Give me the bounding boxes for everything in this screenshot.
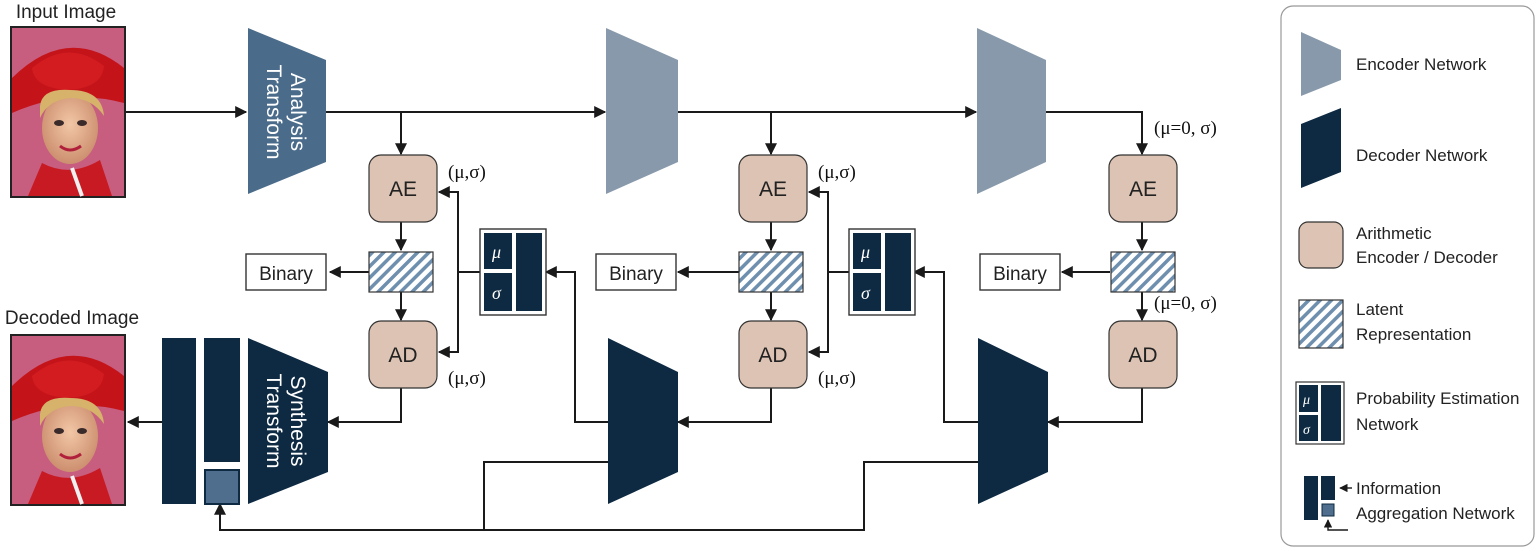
svg-text:Synthesis: Synthesis xyxy=(286,375,309,466)
param-label-3a: (μ=0, σ) xyxy=(1154,118,1217,139)
arithmetic-decoder-1 xyxy=(368,320,438,389)
legend-latent-label-1: Latent xyxy=(1356,300,1404,319)
arithmetic-decoder-2 xyxy=(738,320,808,389)
svg-text:Transform: Transform xyxy=(262,374,285,469)
connection-lines xyxy=(126,106,1148,531)
param-label-3b: (μ=0, σ) xyxy=(1154,293,1217,314)
legend-decoder-icon xyxy=(1301,108,1341,188)
portrait-photo-icon xyxy=(10,26,126,198)
svg-text:μ: μ xyxy=(491,242,501,262)
svg-text:σ: σ xyxy=(1303,423,1311,438)
svg-text:AD: AD xyxy=(388,344,417,367)
legend-ian-label-2: Aggregation Network xyxy=(1356,504,1515,523)
param-label-2a: (μ,σ) xyxy=(818,162,856,183)
legend: Encoder Network Decoder Network Arithmet… xyxy=(1280,5,1535,547)
ian-column-1 xyxy=(162,338,196,504)
decoder-network-2 xyxy=(608,338,678,504)
svg-text:Binary: Binary xyxy=(259,264,313,285)
probability-estimation-network-2: μ σ xyxy=(848,228,916,316)
legend-ian-icon xyxy=(1304,476,1352,531)
latent-3 xyxy=(1110,251,1176,293)
legend-ian-label-1: Information xyxy=(1356,479,1441,498)
probability-estimation-network-1: μ σ xyxy=(479,228,547,316)
legend-encoder-label: Encoder Network xyxy=(1356,55,1487,74)
svg-text:AE: AE xyxy=(759,178,787,201)
svg-text:Binary: Binary xyxy=(993,264,1047,285)
binary-output-3 xyxy=(979,253,1061,291)
legend-pen-label-1: Probability Estimation xyxy=(1356,389,1519,408)
encoder-network-2 xyxy=(606,28,678,194)
decoded-image-title: Decoded Image xyxy=(5,308,139,329)
param-label-1a: (μ,σ) xyxy=(448,162,486,183)
decoder-network-3 xyxy=(978,338,1048,504)
svg-text:Analysis: Analysis xyxy=(286,73,309,151)
ian-small-block xyxy=(204,469,240,505)
param-label-1b: (μ,σ) xyxy=(448,368,486,389)
svg-text:AD: AD xyxy=(758,344,787,367)
stage-1: AE AD Binary (μ,σ) (μ,σ) μ σ xyxy=(245,154,547,389)
svg-text:Binary: Binary xyxy=(609,264,663,285)
input-image-title: Input Image xyxy=(16,2,116,23)
latent-1 xyxy=(368,251,434,293)
legend-coder-icon xyxy=(1298,221,1344,269)
legend-pen-icon: μ σ xyxy=(1295,381,1345,445)
binary-output-2 xyxy=(595,253,677,291)
latent-2 xyxy=(738,251,804,293)
stage-3: AE AD Binary (μ=0, σ) (μ=0, σ) xyxy=(979,118,1217,389)
stage-2: AE AD Binary (μ,σ) (μ,σ) μ σ xyxy=(595,154,916,389)
arithmetic-decoder-3 xyxy=(1108,320,1178,389)
arithmetic-encoder-3 xyxy=(1108,154,1178,223)
legend-pen-label-2: Network xyxy=(1356,415,1419,434)
ian-column-2 xyxy=(204,338,240,462)
svg-text:μ: μ xyxy=(1302,393,1310,408)
svg-text:AD: AD xyxy=(1128,344,1157,367)
legend-encoder-icon xyxy=(1301,32,1341,96)
analysis-transform: Analysis Transform xyxy=(248,28,326,194)
legend-coder-label-1: Arithmetic xyxy=(1356,224,1432,243)
svg-text:μ: μ xyxy=(860,242,870,262)
input-image xyxy=(10,26,126,198)
legend-coder-label-2: Encoder / Decoder xyxy=(1356,248,1498,267)
param-label-2b: (μ,σ) xyxy=(818,368,856,389)
legend-latent-label-2: Representation xyxy=(1356,325,1471,344)
svg-text:Transform: Transform xyxy=(262,65,285,160)
legend-latent-icon xyxy=(1298,299,1344,349)
binary-output-1 xyxy=(245,253,327,291)
svg-text:σ: σ xyxy=(492,283,502,303)
arithmetic-encoder-2 xyxy=(738,154,808,223)
arithmetic-encoder-1 xyxy=(368,154,438,223)
encoder-network-3 xyxy=(977,28,1046,194)
synthesis-transform: Synthesis Transform xyxy=(162,338,328,505)
legend-decoder-label: Decoder Network xyxy=(1356,146,1488,165)
svg-text:AE: AE xyxy=(389,178,417,201)
portrait-photo-icon xyxy=(10,334,126,506)
svg-text:AE: AE xyxy=(1129,178,1157,201)
decoded-image xyxy=(10,334,126,506)
svg-text:σ: σ xyxy=(861,283,871,303)
